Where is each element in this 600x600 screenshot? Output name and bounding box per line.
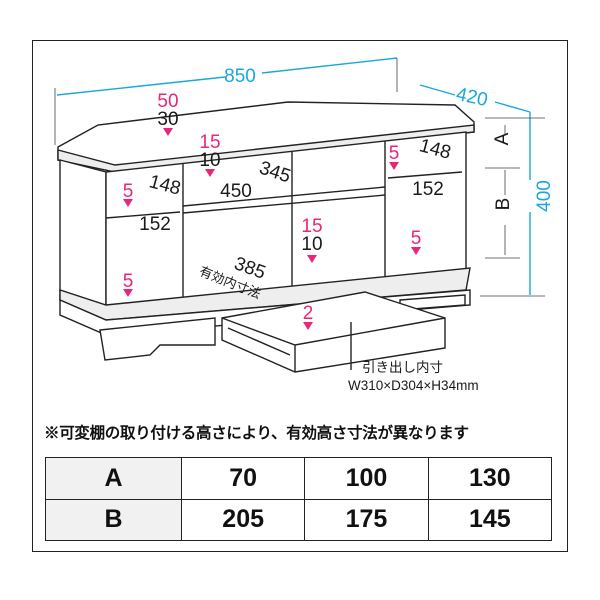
table-row: B 205 175 145 xyxy=(45,498,553,541)
drawer-label: 引き出し内寸 xyxy=(362,360,443,375)
right-gap-upper: 5 xyxy=(389,143,400,164)
table-cell: 70 xyxy=(180,457,306,500)
left-gap-lower: 5 xyxy=(123,271,134,292)
height-dimension: 400 xyxy=(534,180,555,212)
left-gap-upper: 5 xyxy=(123,181,134,202)
drawer-pink: 2 xyxy=(303,303,314,324)
note-text: ※可変棚の取り付ける高さにより、有効高さ寸法が異なります xyxy=(44,425,469,442)
table-cell: 175 xyxy=(304,498,429,541)
table-cell: 100 xyxy=(304,457,429,500)
depth-dimension: 420 xyxy=(454,84,489,111)
width-dimension: 850 xyxy=(224,66,256,87)
table-cell: 205 xyxy=(180,498,306,541)
right-gap-lower: 5 xyxy=(411,228,422,249)
drawer xyxy=(221,291,446,373)
drawer-size: W310×D304×H34mm xyxy=(348,378,479,393)
shelf: 10 xyxy=(199,150,220,171)
shelf-width: 450 xyxy=(220,181,252,202)
top-inner: 30 xyxy=(157,109,178,130)
center: 10 xyxy=(301,234,322,255)
shelf-pink: 15 xyxy=(199,132,220,153)
furniture-drawing xyxy=(54,57,545,373)
top-inner-pink: 50 xyxy=(157,91,178,112)
right-depth-bottom: 152 xyxy=(412,179,444,200)
row-label: A xyxy=(45,457,182,500)
table-cell: 145 xyxy=(427,498,553,541)
diagram-frame xyxy=(32,40,568,552)
left-foot xyxy=(99,317,216,361)
height-table: A 70 100 130 B 205 175 145 xyxy=(45,457,553,541)
label-a: A xyxy=(492,132,513,145)
label-b: B xyxy=(493,198,514,211)
pink-markers xyxy=(123,128,421,330)
left-depth-bottom: 152 xyxy=(139,214,171,235)
table-cell: 130 xyxy=(427,457,553,500)
table-row: A 70 100 130 xyxy=(45,457,553,500)
center-pink: 15 xyxy=(301,216,322,237)
row-label: B xyxy=(45,498,182,541)
